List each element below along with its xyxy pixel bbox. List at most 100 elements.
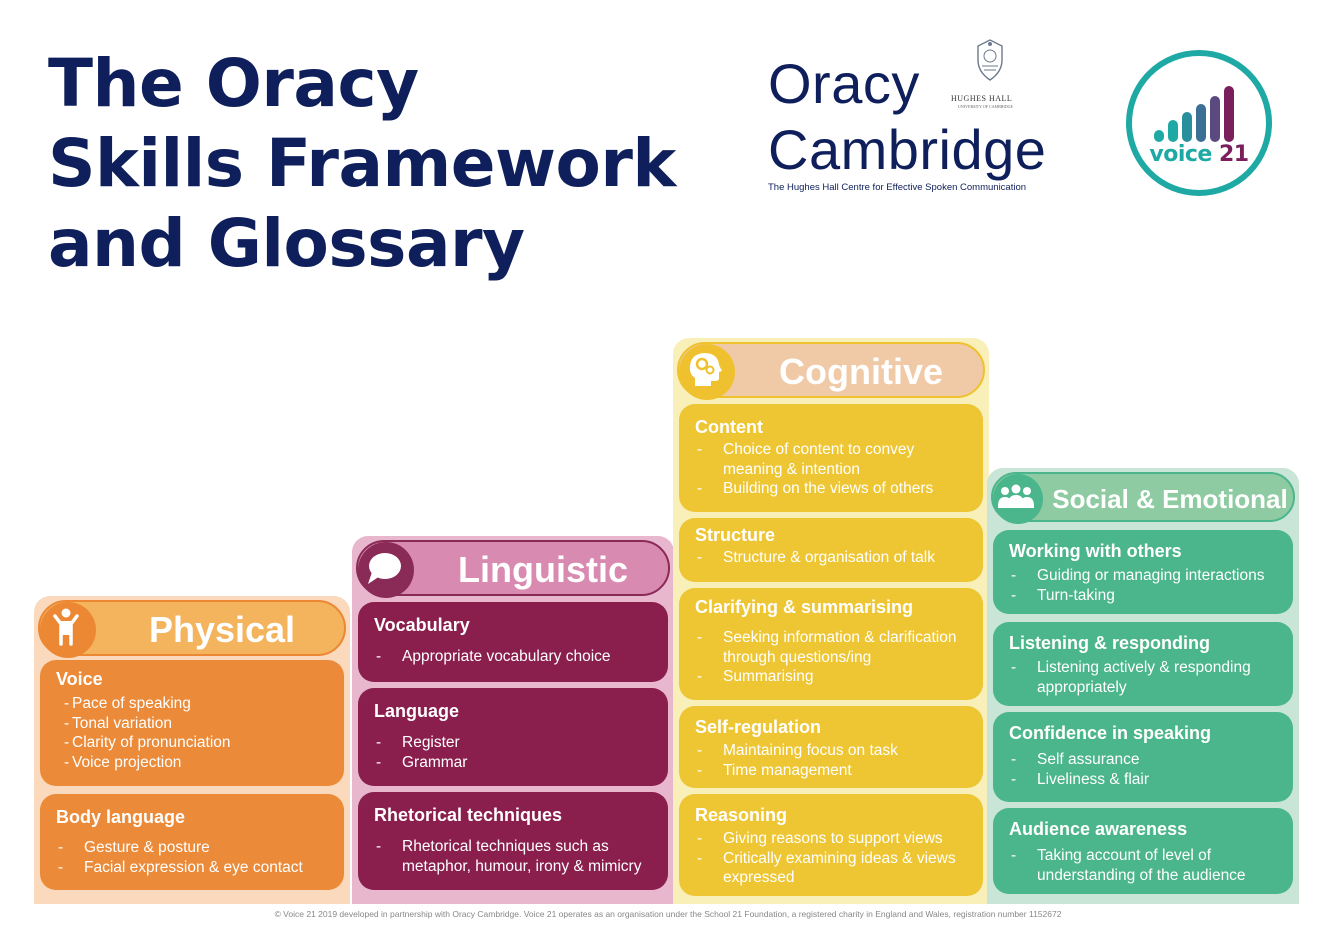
cognitive-title: Cognitive (778, 351, 943, 392)
voice-title: Voice (56, 669, 103, 689)
footer-copyright: © Voice 21 2019 developed in partnership… (274, 909, 1062, 919)
content-title: Content (695, 417, 763, 437)
cambridge-logo-word: Cambridge (768, 118, 1047, 181)
page-title: The Oracy Skills Framework and Glossary (48, 44, 676, 284)
language-title: Language (374, 701, 460, 721)
list-item: Turn-taking (1009, 586, 1277, 606)
clarifying-title: Clarifying & summarising (695, 597, 914, 617)
list-item: Choice of content to convey meaning & in… (695, 440, 967, 479)
list-item: Pace of speaking (62, 694, 328, 714)
voice21-number: 21 (1219, 142, 1249, 167)
confidence-list: Self assurance Liveliness & flair (1009, 750, 1277, 789)
language-list: Register Grammar (374, 733, 652, 772)
list-item: Structure & organisation of talk (695, 548, 967, 568)
vocabulary-box: Vocabulary Appropriate vocabulary choice (358, 602, 668, 682)
reasoning-list: Giving reasons to support views Critical… (695, 829, 967, 888)
rhetorical-title: Rhetorical techniques (374, 805, 563, 825)
reasoning-title: Reasoning (695, 805, 788, 825)
linguistic-title: Linguistic (458, 549, 628, 590)
body-language-box: Body language Gesture & posture Facial e… (40, 794, 344, 890)
voice21-logo: voice 21 (1126, 50, 1272, 196)
list-item: Register (374, 733, 652, 753)
list-item: Critically examining ideas & views expre… (695, 849, 967, 888)
signal-bars-icon (1154, 86, 1234, 142)
list-item: Maintaining focus on task (695, 741, 967, 761)
voice-box: Voice Pace of speaking Tonal variation C… (40, 660, 344, 786)
listening-responding-box: Listening & responding Listening activel… (993, 622, 1293, 706)
title-line-3: and Glossary (48, 205, 525, 282)
body-language-list: Gesture & posture Facial expression & ey… (56, 838, 328, 877)
physical-header: Physical (38, 600, 346, 658)
vocabulary-list: Appropriate vocabulary choice (374, 647, 652, 667)
physical-title: Physical (148, 609, 296, 650)
list-item: Taking account of level of understanding… (1009, 846, 1277, 885)
crest-sublabel: UNIVERSITY OF CAMBRIDGE (958, 104, 1013, 109)
list-item: Voice projection (62, 753, 328, 773)
voice21-wordmark: voice 21 (1132, 142, 1266, 167)
self-regulation-list: Maintaining focus on task Time managemen… (695, 741, 967, 780)
working-with-others-box: Working with others Guiding or managing … (993, 530, 1293, 614)
structure-title: Structure (695, 525, 776, 545)
audience-awareness-list: Taking account of level of understanding… (1009, 846, 1277, 885)
cognitive-column: Cognitive Content Choice of content to c… (673, 338, 989, 904)
clarifying-box: Clarifying & summarising Seeking informa… (679, 588, 983, 700)
clarifying-list: Seeking information & clarification thro… (695, 628, 967, 687)
listening-responding-list: Listening actively & responding appropri… (1009, 658, 1277, 697)
confidence-box: Confidence in speaking Self assurance Li… (993, 712, 1293, 802)
list-item: Facial expression & eye contact (56, 858, 328, 878)
audience-awareness-box: Audience awareness Taking account of lev… (993, 808, 1293, 894)
voice-list: Pace of speaking Tonal variation Clarity… (56, 694, 328, 772)
vocabulary-title: Vocabulary (374, 615, 470, 635)
structure-list: Structure & organisation of talk (695, 548, 967, 568)
list-item: Grammar (374, 753, 652, 773)
speech-bubble-icon (358, 542, 414, 598)
list-item: Rhetorical techniques such as metaphor, … (374, 837, 652, 876)
oracy-logo-word: Oracy (768, 52, 920, 115)
list-item: Gesture & posture (56, 838, 328, 858)
content-box: Content Choice of content to convey mean… (679, 404, 983, 512)
oracy-logo-subtitle: The Hughes Hall Centre for Effective Spo… (768, 182, 1027, 193)
list-item: Self assurance (1009, 750, 1277, 770)
social-title: Social & Emotional (1052, 484, 1288, 514)
list-item: Summarising (695, 667, 967, 687)
list-item: Tonal variation (62, 714, 328, 734)
list-item: Building on the views of others (695, 479, 967, 499)
reasoning-box: Reasoning Giving reasons to support view… (679, 794, 983, 896)
group-icon (993, 474, 1043, 524)
oracy-cambridge-logo: Oracy Cambridge The Hughes Hall Centre f… (768, 39, 1068, 202)
structure-box: Structure Structure & organisation of ta… (679, 518, 983, 582)
content-list: Choice of content to convey meaning & in… (695, 440, 967, 499)
working-with-others-list: Guiding or managing interactions Turn-ta… (1009, 566, 1277, 605)
title-line-1: The Oracy (48, 45, 419, 122)
list-item: Clarity of pronunciation (62, 733, 328, 753)
linguistic-column: Linguistic Vocabulary Appropriate vocabu… (352, 536, 674, 904)
person-icon (40, 602, 96, 658)
head-gears-icon (679, 344, 735, 400)
crest-label: HUGHES HALL (951, 94, 1013, 103)
voice21-word: voice (1149, 142, 1212, 167)
listening-responding-title: Listening & responding (1009, 633, 1210, 653)
working-with-others-title: Working with others (1009, 541, 1182, 561)
list-item: Liveliness & flair (1009, 770, 1277, 790)
list-item: Giving reasons to support views (695, 829, 967, 849)
confidence-title: Confidence in speaking (1009, 723, 1212, 743)
social-header: Social & Emotional (991, 472, 1295, 524)
list-item: Seeking information & clarification thro… (695, 628, 967, 667)
physical-column: Physical Voice Pace of speaking Tonal va… (34, 596, 350, 904)
list-item: Guiding or managing interactions (1009, 566, 1277, 586)
list-item: Time management (695, 761, 967, 781)
rhetorical-box: Rhetorical techniques Rhetorical techniq… (358, 792, 668, 890)
rhetorical-list: Rhetorical techniques such as metaphor, … (374, 837, 652, 876)
language-box: Language Register Grammar (358, 688, 668, 786)
audience-awareness-title: Audience awareness (1009, 819, 1188, 839)
list-item: Listening actively & responding appropri… (1009, 658, 1277, 697)
title-line-2: Skills Framework (48, 125, 676, 202)
cognitive-header: Cognitive (677, 342, 985, 400)
body-language-title: Body language (56, 807, 186, 827)
list-item: Appropriate vocabulary choice (374, 647, 652, 667)
linguistic-header: Linguistic (356, 540, 670, 598)
hughes-hall-crest-icon (977, 39, 1003, 81)
self-regulation-title: Self-regulation (695, 717, 822, 737)
self-regulation-box: Self-regulation Maintaining focus on tas… (679, 706, 983, 788)
social-emotional-column: Social & Emotional Working with others G… (987, 468, 1299, 904)
